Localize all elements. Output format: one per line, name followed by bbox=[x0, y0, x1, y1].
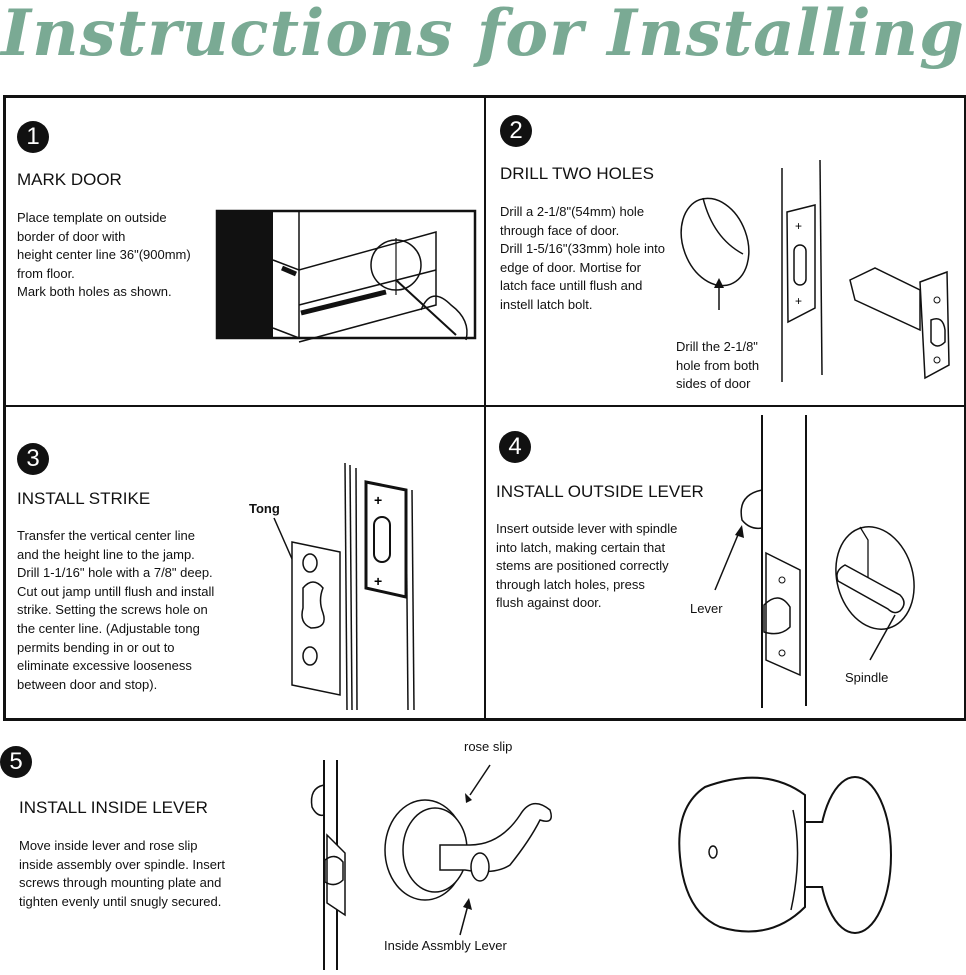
step-instructions: Transfer the vertical center line and th… bbox=[17, 528, 215, 692]
mark-door-illustration bbox=[215, 209, 477, 343]
svg-text:+: + bbox=[374, 492, 382, 508]
drill-note-label: Drill the 2-1/8" hole from both sides of… bbox=[676, 339, 760, 392]
inside-assembly-lever-label: Inside Assmbly Lever bbox=[384, 938, 507, 953]
rose-slip-label: rose slip bbox=[464, 739, 513, 754]
step-number-badge: 5 bbox=[0, 746, 32, 778]
step-heading: INSTALL OUTSIDE LEVER bbox=[496, 482, 704, 501]
spindle-label: Spindle bbox=[845, 670, 889, 685]
step-instructions: Insert outside lever with spindle into l… bbox=[496, 521, 678, 611]
step-number-badge: 2 bbox=[500, 115, 532, 147]
tong-label: Tong bbox=[249, 501, 280, 516]
svg-text:+: + bbox=[795, 294, 802, 308]
step-heading: DRILL TWO HOLES bbox=[500, 164, 654, 183]
svg-text:+: + bbox=[374, 573, 382, 589]
step-number-badge: 1 bbox=[17, 121, 49, 153]
lever-label: Lever bbox=[690, 601, 723, 616]
install-strike-illustration: + + bbox=[273, 462, 415, 711]
svg-text:+: + bbox=[795, 219, 802, 233]
grid-divider-horizontal bbox=[3, 405, 964, 407]
step-number-badge: 4 bbox=[499, 431, 531, 463]
step-number-badge: 3 bbox=[17, 443, 49, 475]
step-instructions: Drill a 2-1/8"(54mm) hole through face o… bbox=[500, 204, 666, 312]
install-inside-lever-illustration bbox=[310, 760, 552, 970]
step-instructions: Move inside lever and rose slip inside a… bbox=[19, 838, 225, 909]
step-heading: INSTALL STRIKE bbox=[17, 489, 151, 508]
drill-holes-illustration: + + bbox=[680, 159, 950, 382]
step-heading: INSTALL INSIDE LEVER bbox=[19, 798, 208, 817]
step-instructions: Place template on outside border of door… bbox=[17, 210, 191, 300]
install-outside-lever-illustration bbox=[714, 415, 915, 708]
page-title: Instructions for Installing bbox=[1, 0, 965, 71]
step-heading: MARK DOOR bbox=[17, 170, 122, 189]
knob-illustration bbox=[678, 776, 892, 934]
